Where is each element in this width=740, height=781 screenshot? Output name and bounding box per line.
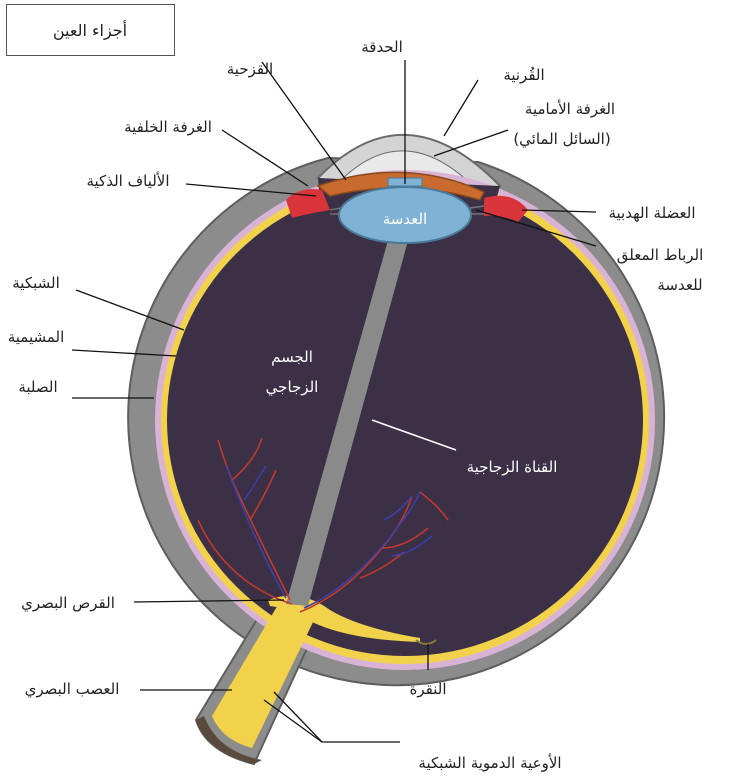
vitreous-body xyxy=(167,184,643,656)
label-vitreous-body-1: الجسم xyxy=(271,348,313,366)
label-hyaloid-canal: القناة الزجاجية xyxy=(467,458,558,476)
label-retina: الشبكية xyxy=(12,274,60,292)
title: أجزاء العين xyxy=(53,20,127,41)
label-posterior-chamber: الغرفة الخلفية xyxy=(124,118,212,136)
label-optic-nerve: العصب البصري xyxy=(25,680,120,699)
label-ciliary-muscle: العضلة الهدبية xyxy=(608,204,695,222)
label-suspensory-ligament-2: للعدسة xyxy=(657,276,702,294)
label-pupil: الحدقة xyxy=(361,38,403,56)
label-lens: العدسة xyxy=(383,210,427,228)
label-optic-disc: القرص البصري xyxy=(21,594,115,613)
label-retinal-vessels: الأوعية الدموية الشبكية xyxy=(418,753,561,772)
label-suspensory-ligament-1: الرباط المعلق xyxy=(617,246,704,264)
label-choroid: المشيمية xyxy=(8,328,65,346)
label-iris: القزحية xyxy=(227,60,273,78)
label-fovea: النقرة xyxy=(410,680,447,698)
label-cornea: القُرنية xyxy=(503,66,544,84)
label-vitreous-body-2: الزجاجي xyxy=(266,378,319,397)
label-anterior-chamber-2: (السائل المائي) xyxy=(513,130,610,149)
label-ciliary-fibers: الألياف الذكية xyxy=(86,171,169,190)
label-anterior-chamber-1: الغرفة الأمامية xyxy=(525,99,615,118)
label-sclera: الصلبة xyxy=(18,378,57,396)
